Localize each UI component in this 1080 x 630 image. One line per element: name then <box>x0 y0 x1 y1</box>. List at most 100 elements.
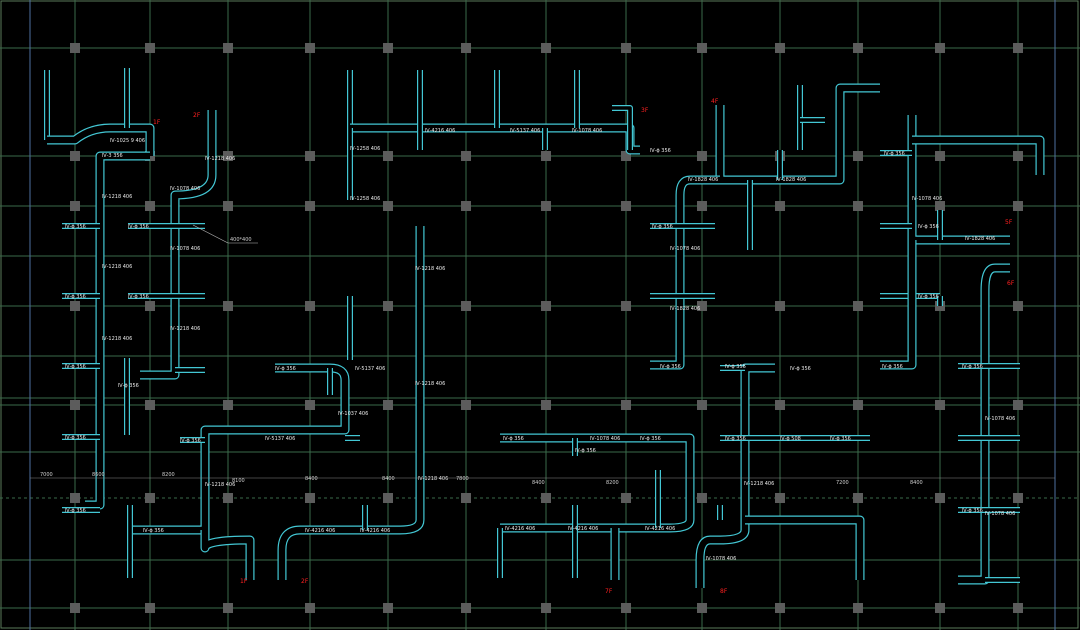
column <box>621 43 631 53</box>
structural-columns <box>70 43 1023 613</box>
duct-label: Ⅳ-4216 406 <box>360 528 390 534</box>
duct-run-inner <box>140 110 216 379</box>
duct-label: Ⅳ-ɸ 356 <box>650 148 671 154</box>
dimension-line: 7000 8600 8200 8100 8400 8400 7800 8400 … <box>30 472 1055 486</box>
duct-label: Ⅳ-1218 406 <box>744 481 774 487</box>
duct-label: Ⅳ-1828 406 <box>688 177 718 183</box>
column <box>775 603 785 613</box>
column <box>697 201 707 211</box>
floor-tag: 2F <box>301 578 309 585</box>
column <box>621 603 631 613</box>
column <box>223 301 233 311</box>
duct-label: Ⅳ-1037 406 <box>338 411 368 417</box>
duct-label: Ⅳ-ɸ 356 <box>128 224 149 230</box>
column <box>1013 603 1023 613</box>
column <box>935 493 945 503</box>
column <box>1013 493 1023 503</box>
column <box>541 43 551 53</box>
duct-label: Ⅳ-ɸ 356 <box>143 528 164 534</box>
column <box>383 603 393 613</box>
column <box>697 43 707 53</box>
dim-label: 8400 <box>305 476 318 482</box>
duct-run-inner <box>912 136 1044 175</box>
column <box>145 400 155 410</box>
duct-run <box>907 115 1010 245</box>
duct-label: Ⅳ-ɸ 356 <box>725 436 746 442</box>
duct-label: Ⅳ-4216 406 <box>425 128 455 134</box>
column <box>775 201 785 211</box>
column <box>383 400 393 410</box>
column <box>697 493 707 503</box>
duct-label: Ⅳ-ɸ 356 <box>65 435 86 441</box>
column <box>223 400 233 410</box>
column <box>70 603 80 613</box>
column <box>383 43 393 53</box>
duct-label: Ⅳ-4216 406 <box>305 528 335 534</box>
duct-label: Ⅳ-ɸ 356 <box>962 508 983 514</box>
column <box>70 301 80 311</box>
duct-run-inner <box>47 124 154 156</box>
floor-tag: 1F <box>240 578 248 585</box>
column <box>383 301 393 311</box>
duct-label: Ⅳ-1218 406 <box>415 266 445 272</box>
column <box>305 301 315 311</box>
duct-label: Ⅳ-ɸ 356 <box>65 508 86 514</box>
dim-label: 7200 <box>836 480 849 486</box>
dim-label: 8100 <box>232 478 245 484</box>
floor-tag: 5F <box>1005 219 1013 226</box>
column <box>461 201 471 211</box>
column <box>305 43 315 53</box>
duct-label: Ⅳ-ɸ 356 <box>790 366 811 372</box>
column <box>305 603 315 613</box>
column <box>541 151 551 161</box>
column <box>853 43 863 53</box>
column <box>145 43 155 53</box>
column <box>541 301 551 311</box>
column <box>775 493 785 503</box>
column <box>853 400 863 410</box>
duct-label: Ⅳ-1258 406 <box>350 146 380 152</box>
column <box>1013 43 1023 53</box>
duct-run-inner <box>696 364 775 588</box>
duct-label: Ⅳ-ɸ 356 <box>725 364 746 370</box>
column <box>223 151 233 161</box>
callout: 400*400 <box>192 224 258 244</box>
column <box>70 201 80 211</box>
column <box>70 400 80 410</box>
duct-run-inner <box>201 530 254 580</box>
duct-run-inner <box>85 152 150 509</box>
duct-run-inner <box>500 434 694 532</box>
duct-label: Ⅳ-ɸ 356 <box>652 224 673 230</box>
column <box>541 400 551 410</box>
duct-label: Ⅳ-ɸ 356 <box>918 224 939 230</box>
column <box>145 201 155 211</box>
duct-label: Ⅳ-1218 406 <box>205 482 235 488</box>
column <box>145 493 155 503</box>
column <box>305 493 315 503</box>
duct-label: Ⅳ-1218 406 <box>170 326 200 332</box>
duct-label: Ⅳ-1828 406 <box>776 177 806 183</box>
dim-label: 7000 <box>40 472 53 478</box>
duct-run-inner <box>958 264 1010 584</box>
column <box>697 603 707 613</box>
duct-label: Ⅳ-ɸ 356 <box>65 294 86 300</box>
duct-label: Ⅳ-ɸ 356 <box>65 224 86 230</box>
duct-label: Ⅳ-ɸ 356 <box>180 438 201 444</box>
duct-run <box>85 151 150 510</box>
column <box>305 201 315 211</box>
duct-label: Ⅳ-ɸ 356 <box>65 364 86 370</box>
duct-run <box>130 363 350 535</box>
floor-tag: 6F <box>1007 280 1015 287</box>
callout-text: 400*400 <box>230 237 252 243</box>
column <box>697 151 707 161</box>
column <box>305 400 315 410</box>
column <box>70 151 80 161</box>
duct-label: Ⅳ-4216 406 <box>568 526 598 532</box>
duct-run-inner <box>130 364 349 534</box>
column <box>935 151 945 161</box>
dim-label: 8200 <box>606 480 619 486</box>
column <box>223 493 233 503</box>
duct-label: Ⅳ-1828 406 <box>965 236 995 242</box>
